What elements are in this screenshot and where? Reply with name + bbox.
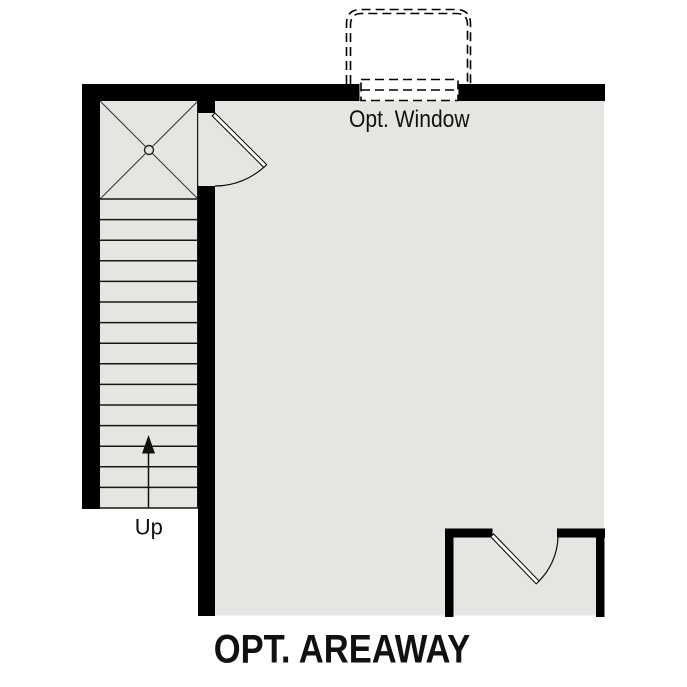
svg-text:Opt. Window: Opt. Window [349,106,470,133]
svg-text:OPT. AREAWAY: OPT. AREAWAY [214,626,471,671]
svg-text:Up: Up [135,515,163,540]
